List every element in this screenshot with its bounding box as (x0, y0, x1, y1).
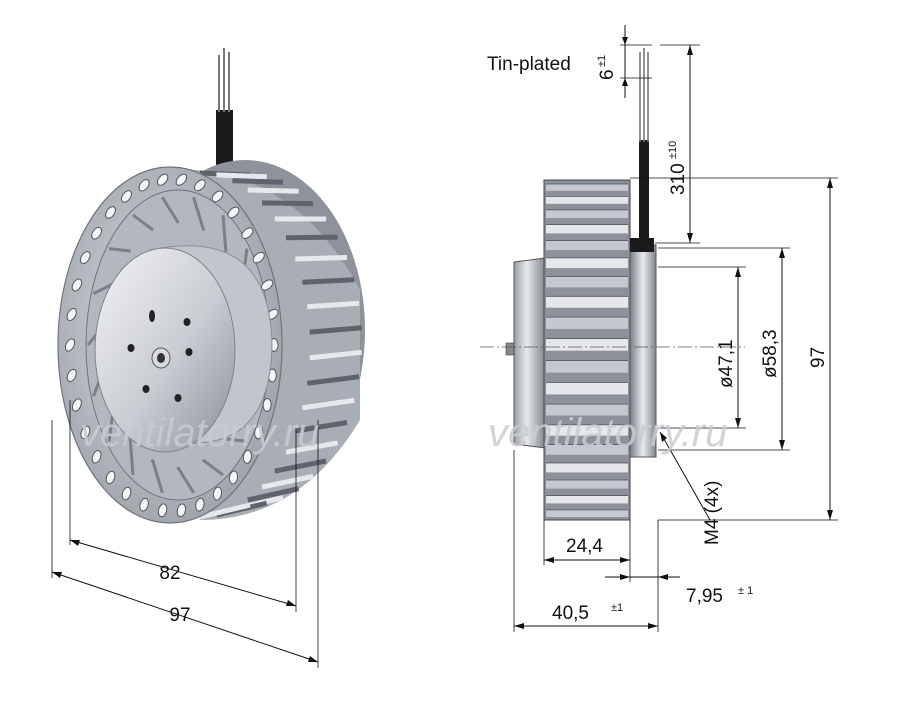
dim-7-95: 7,95 (686, 586, 723, 607)
dim-97-left: 97 (169, 605, 190, 626)
watermark-left: ventilatorry.ru (80, 411, 319, 455)
fan-cable (216, 48, 233, 170)
dim-40-5: 40,5 (552, 603, 589, 624)
svg-text:±10: ±10 (667, 141, 679, 159)
dim-82: 82 (159, 563, 180, 584)
svg-text:M4 (4x): M4 (4x) (702, 481, 723, 545)
svg-text:310: 310 (668, 163, 689, 195)
svg-text:97: 97 (808, 347, 829, 368)
dim-6: 6 ±1 (596, 55, 618, 80)
svg-text:±1: ±1 (596, 55, 608, 67)
dim-dia-47: ø47,1 (716, 339, 737, 388)
thread-label: M4 (4x) (702, 481, 723, 545)
side-cable (639, 140, 649, 240)
dim-7-95-tol: ± 1 (738, 585, 753, 597)
tin-plated-label: Tin-plated (487, 54, 571, 75)
dim-24-4: 24,4 (566, 536, 603, 557)
dim-97-right: 97 (808, 347, 829, 368)
svg-text:6: 6 (597, 69, 618, 80)
dim-dia-58: ø58,3 (760, 329, 781, 378)
svg-text:ø58,3: ø58,3 (760, 329, 781, 378)
dim-40-5-tol: ±1 (611, 602, 623, 614)
watermark-right: ventilatorry.ru (488, 411, 727, 455)
svg-text:ø47,1: ø47,1 (716, 339, 737, 388)
dim-310: 310 ±10 (667, 141, 689, 195)
